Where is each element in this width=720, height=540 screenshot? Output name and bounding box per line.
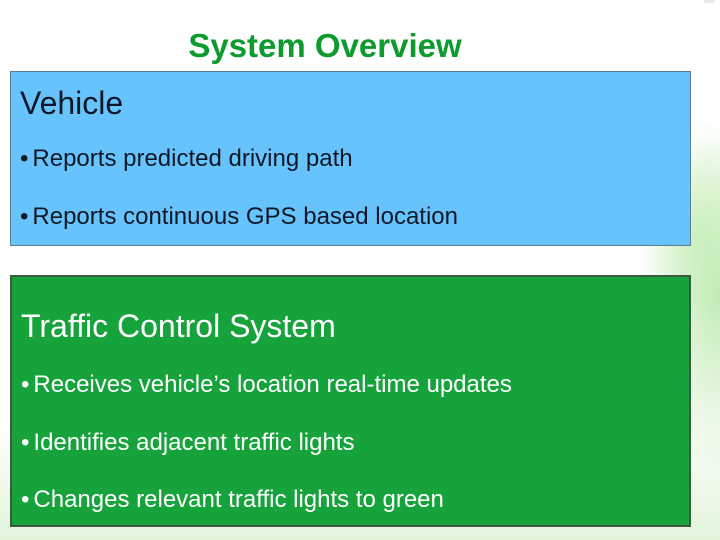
traffic-bullet-text: Identifies adjacent traffic lights [33, 429, 355, 456]
vehicle-panel: Vehicle •Reports predicted driving path … [10, 71, 691, 246]
vehicle-bullet-text: Reports predicted driving path [32, 145, 353, 172]
vehicle-bullet-item: •Reports continuous GPS based location [20, 202, 458, 232]
bullet-dot: • [20, 145, 29, 172]
vehicle-bullet-item: •Reports predicted driving path [20, 144, 353, 174]
traffic-bullet-item: •Identifies adjacent traffic lights [21, 428, 354, 458]
corner-mark [704, 0, 714, 3]
traffic-bullet-text: Changes relevant traffic lights to green [33, 486, 444, 513]
traffic-bullet-item: •Receives vehicle’s location real-time u… [21, 370, 512, 400]
bullet-dot: • [21, 429, 30, 456]
traffic-bullet-text: Receives vehicle’s location real-time up… [33, 371, 512, 398]
bullet-dot: • [20, 203, 29, 230]
vehicle-bullet-text: Reports continuous GPS based location [32, 203, 458, 230]
vehicle-panel-heading: Vehicle [20, 85, 124, 121]
traffic-control-panel: Traffic Control System •Receives vehicle… [10, 275, 691, 527]
traffic-bullet-item: •Changes relevant traffic lights to gree… [21, 485, 444, 515]
bullet-dot: • [21, 371, 30, 398]
slide-title: System Overview [188, 27, 462, 64]
traffic-panel-heading: Traffic Control System [21, 308, 336, 344]
bullet-dot: • [21, 486, 30, 513]
